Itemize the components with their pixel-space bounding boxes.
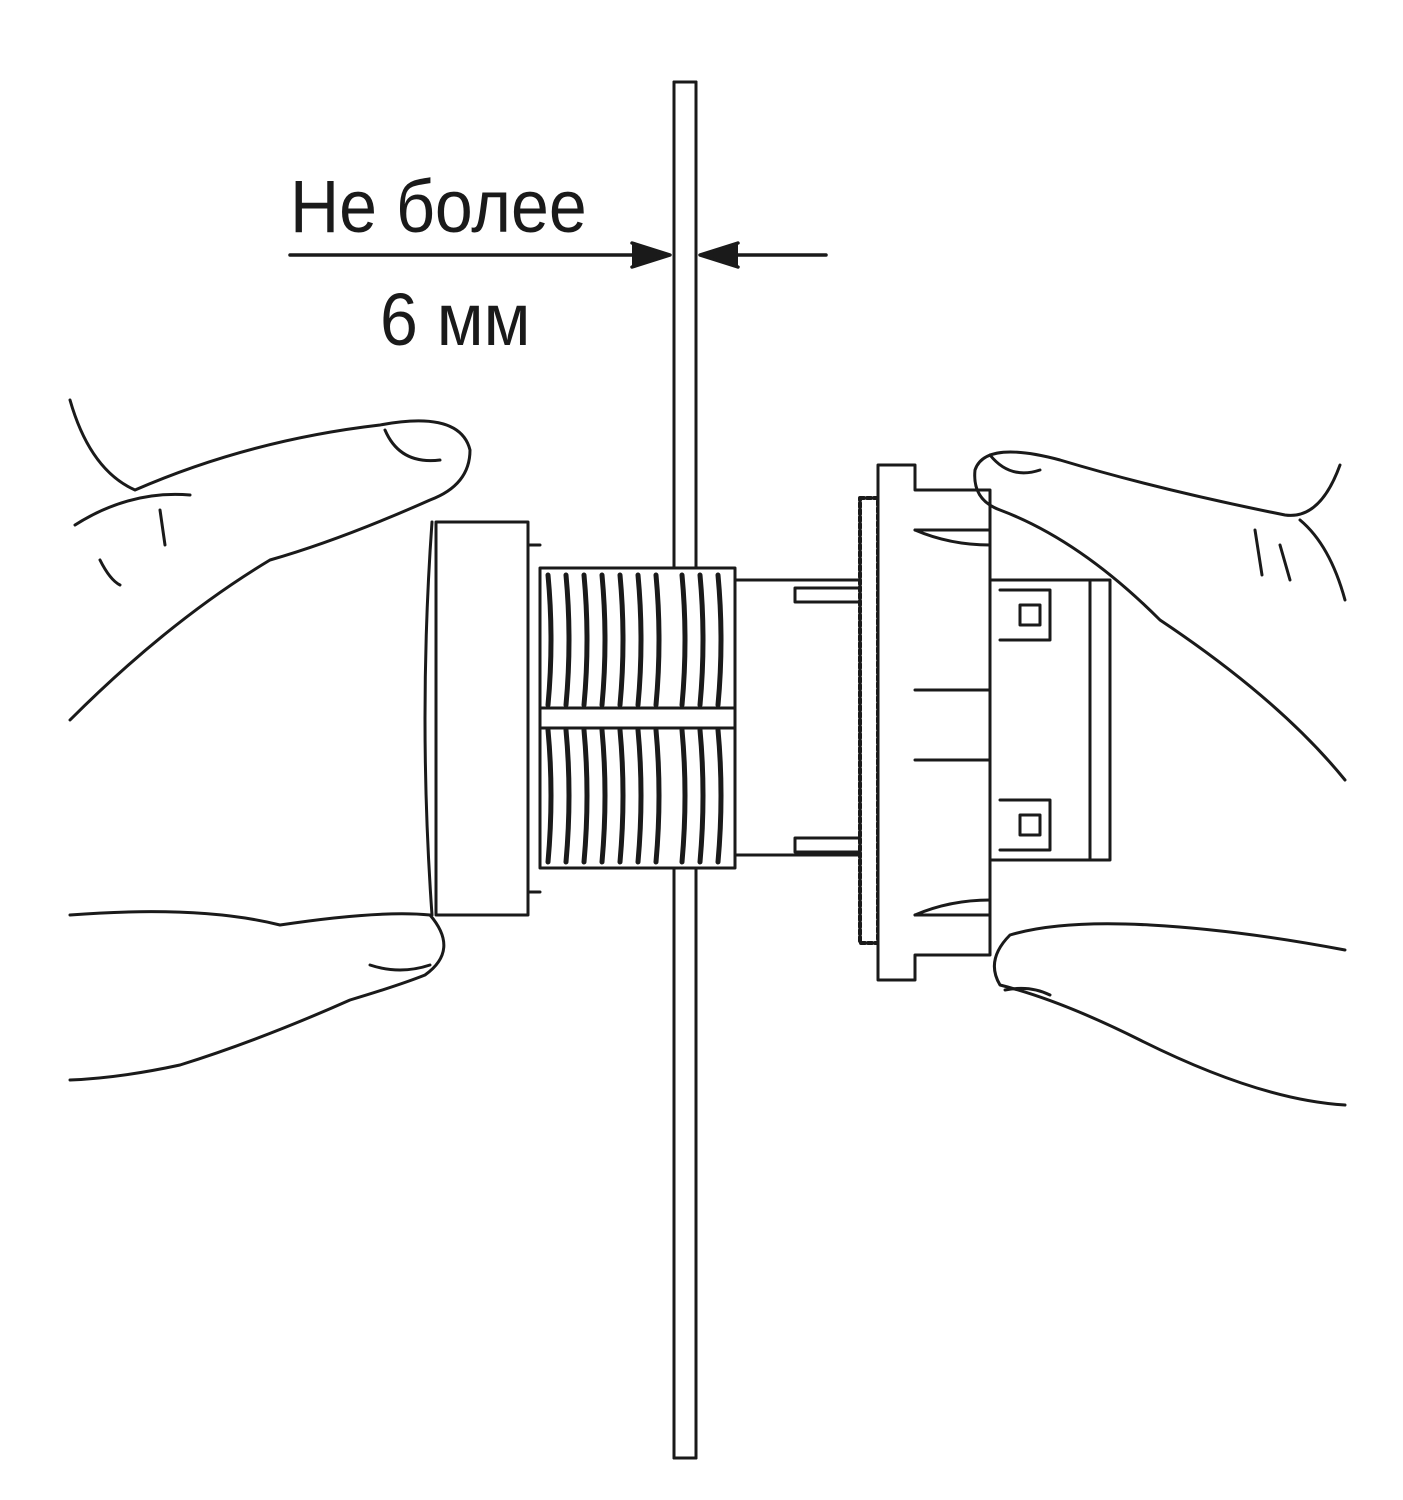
contact-block: [733, 463, 1112, 982]
dimension-label-line2: 6 мм: [380, 278, 531, 361]
right-hand: [973, 450, 1347, 1107]
threaded-body: [538, 566, 737, 870]
dimension-label-line1: Не более: [290, 165, 587, 248]
left-hand: [68, 398, 472, 1082]
button-bezel: [423, 520, 542, 917]
dimension-arrows: [288, 241, 828, 269]
